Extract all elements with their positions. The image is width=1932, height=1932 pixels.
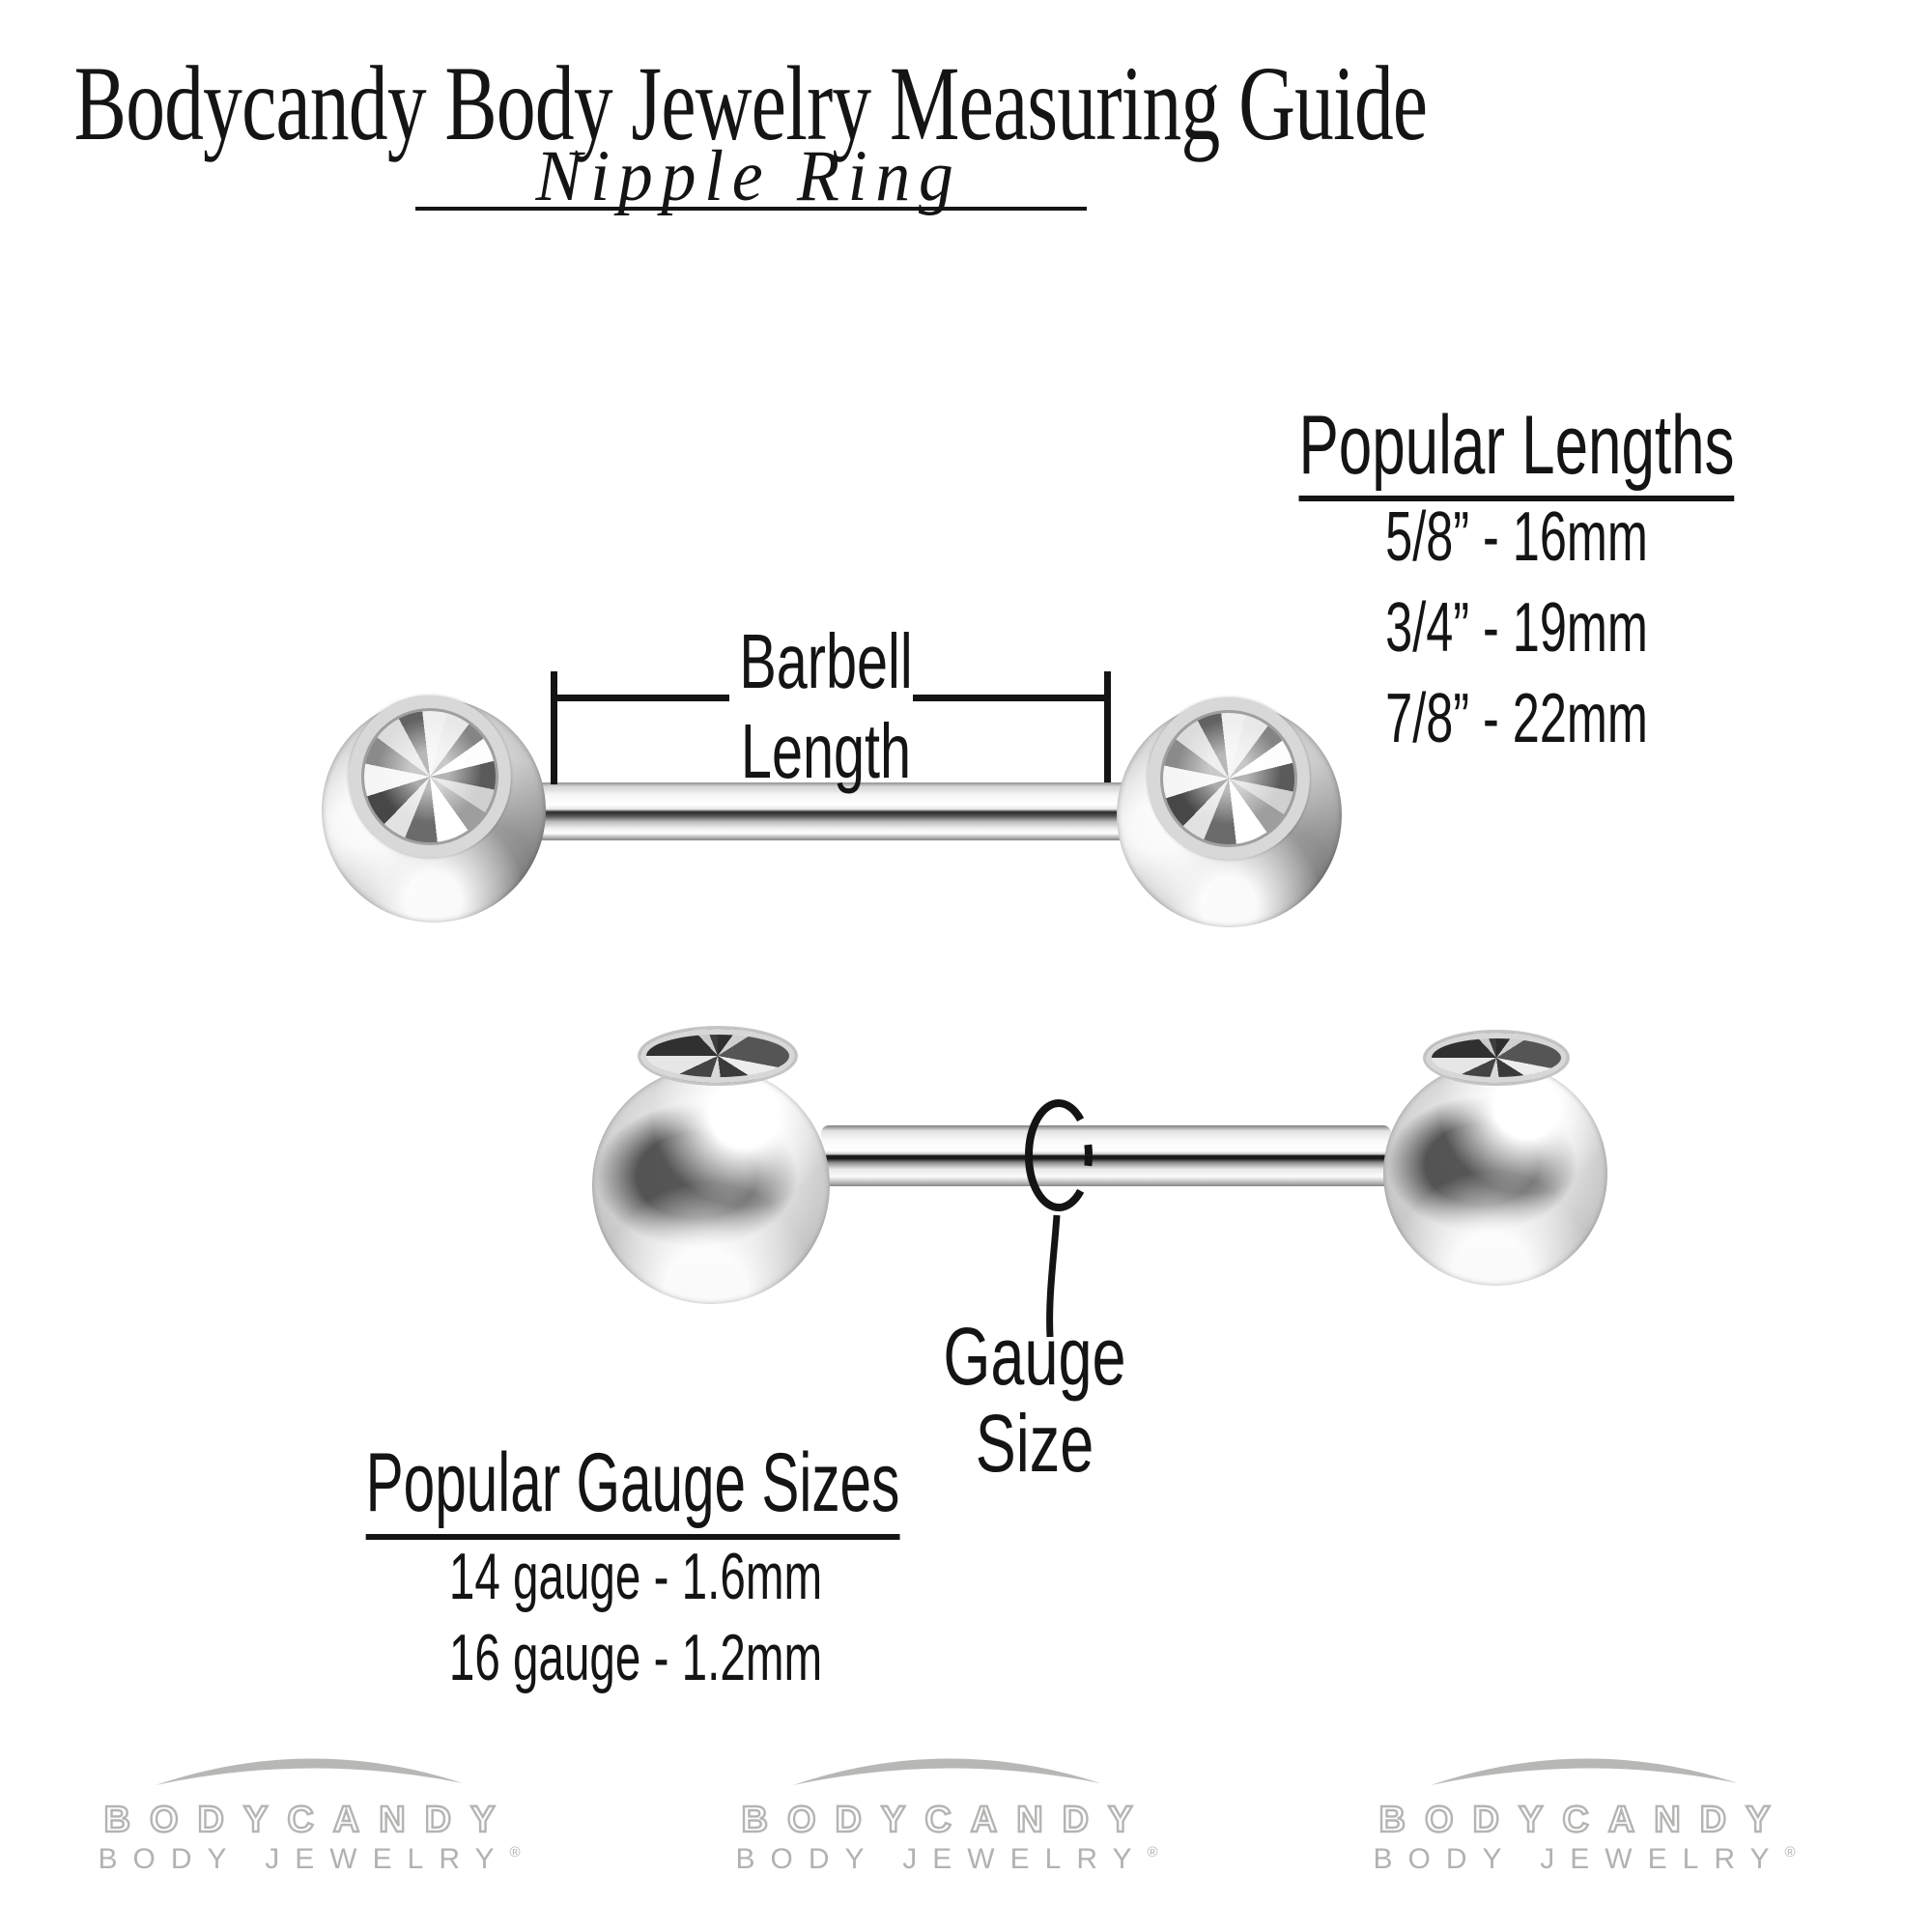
popular-lengths-heading: Popular Lengths <box>1298 404 1735 501</box>
popular-length-item: 7/8” - 22mm <box>1385 680 1648 757</box>
logo-tagline: BODY JEWELRY® <box>686 1843 1208 1876</box>
gauge-size-label-line2: Size <box>975 1398 1094 1489</box>
watermark-logo: BODYCANDY BODY JEWELRY® <box>686 1745 1208 1876</box>
logo-swoosh-icon <box>1431 1758 1738 1785</box>
logo-brand-wordmark: BODYCANDY <box>1378 1799 1790 1841</box>
popular-length-item: 3/4” - 19mm <box>1385 589 1648 667</box>
length-line-left-segment <box>554 695 729 701</box>
logo-brand-text: BODYCANDY <box>1379 1800 1790 1840</box>
logo-swoosh-icon <box>156 1758 463 1785</box>
watermark-logo: BODYCANDY BODY JEWELRY® <box>1323 1745 1845 1876</box>
length-tick-right <box>1104 671 1111 782</box>
logo-brand-wordmark: BODYCANDY <box>102 1799 515 1841</box>
logo-tagline: BODY JEWELRY® <box>1323 1843 1845 1876</box>
crystal-gem-right-icon <box>1148 697 1310 860</box>
popular-gauge-sizes-heading: Popular Gauge Sizes <box>365 1441 900 1540</box>
logo-swoosh-icon <box>793 1758 1100 1785</box>
length-line-right-segment <box>913 695 1111 701</box>
page-title: Bodycandy Body Jewelry Measuring Guide <box>73 44 1428 162</box>
watermark-logo: BODYCANDY BODY JEWELRY® <box>48 1745 570 1876</box>
crystal-gem-top-left-icon <box>638 1026 798 1086</box>
logo-tagline-text: BODY JEWELRY <box>1373 1843 1785 1875</box>
barbell-length-label-line2: Length <box>740 708 912 794</box>
logo-tagline-text: BODY JEWELRY <box>735 1843 1148 1875</box>
registered-mark: ® <box>509 1844 521 1861</box>
length-tick-left <box>551 671 557 784</box>
gauge-leader-line <box>1046 1214 1061 1338</box>
subtitle-underline <box>415 207 1087 211</box>
popular-length-item: 5/8” - 16mm <box>1385 498 1648 576</box>
barbell-length-label-line1: Barbell <box>739 618 913 704</box>
barbell-ball-right-bottom <box>1383 1062 1607 1286</box>
barbell-ball-left-bottom <box>592 1066 830 1304</box>
barbell-shaft-top <box>526 782 1145 840</box>
popular-gauge-item: 16 gauge - 1.2mm <box>448 1621 823 1694</box>
registered-mark: ® <box>1147 1844 1158 1861</box>
registered-mark: ® <box>1784 1844 1796 1861</box>
logo-brand-text: BODYCANDY <box>742 1800 1152 1840</box>
popular-gauge-item: 14 gauge - 1.6mm <box>448 1540 823 1613</box>
page-subtitle-handwritten: Nipple Ring <box>535 136 962 216</box>
gauge-size-label-line1: Gauge <box>943 1311 1126 1402</box>
logo-tagline-text: BODY JEWELRY <box>98 1843 510 1875</box>
crystal-gem-left-icon <box>349 696 511 858</box>
logo-tagline: BODY JEWELRY® <box>48 1843 570 1876</box>
barbell-shaft-bottom <box>821 1125 1391 1186</box>
logo-brand-text: BODYCANDY <box>104 1800 515 1840</box>
logo-brand-wordmark: BODYCANDY <box>740 1799 1152 1841</box>
gauge-ellipse-marker <box>1025 1099 1093 1211</box>
crystal-gem-top-right-icon <box>1423 1030 1570 1086</box>
